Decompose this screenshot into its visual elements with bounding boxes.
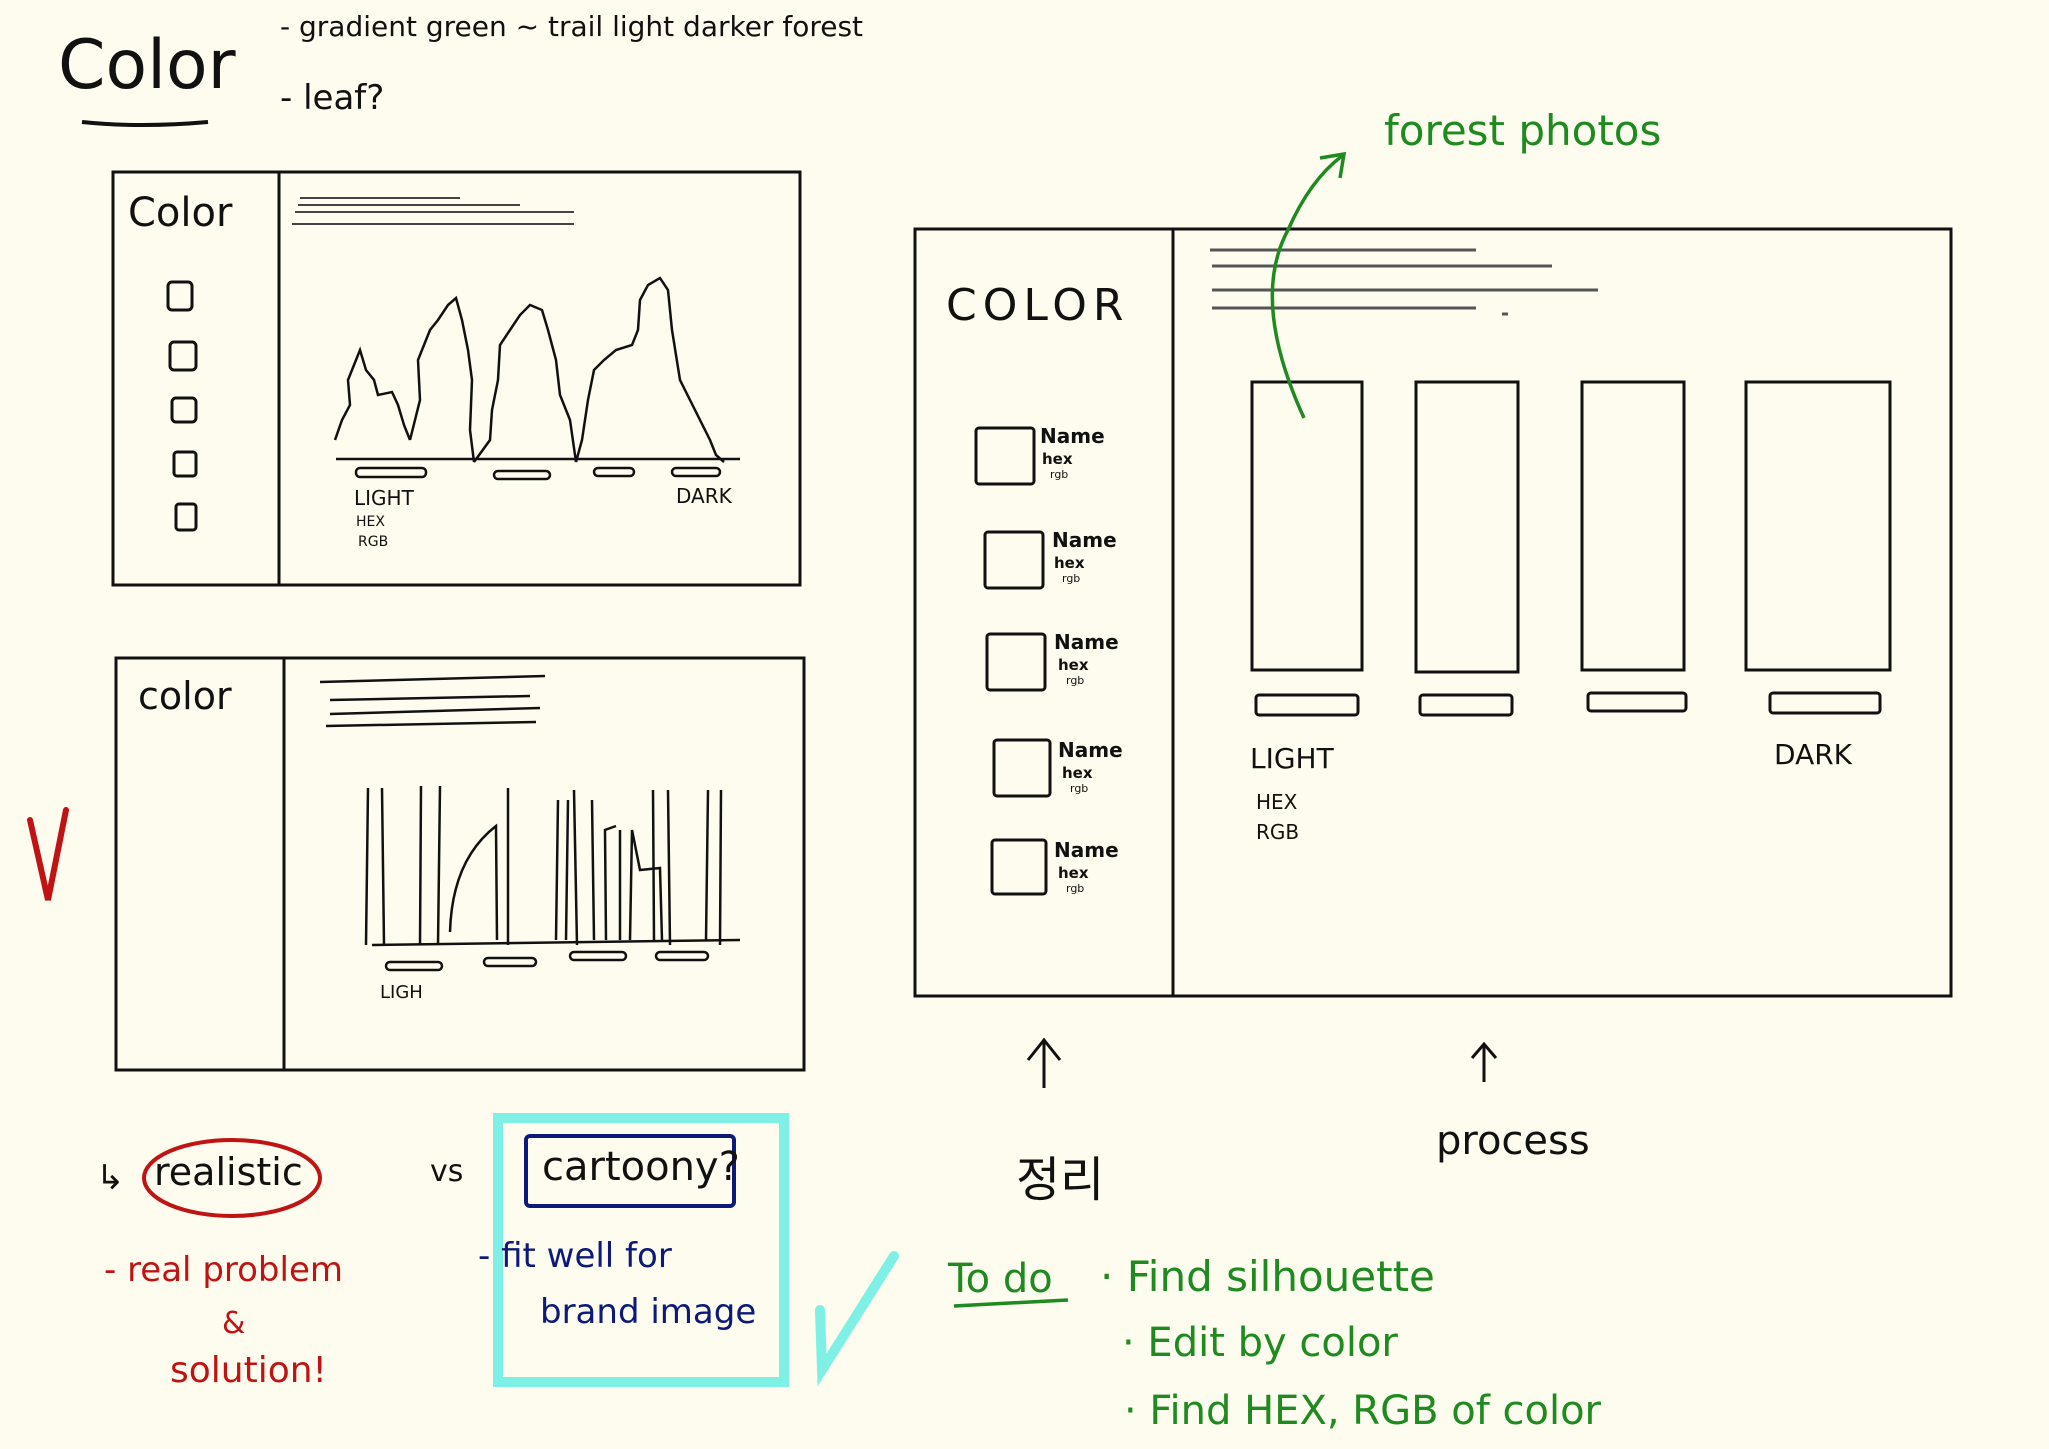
swatch-2-rgb: rgb [1062,572,1081,585]
swatch-1-rgb: rgb [1050,468,1069,481]
notes-line-2: - leaf? [280,78,385,118]
left-arrow-label: 정리 [1016,1152,1105,1208]
cartoon-note-line-2: brand image [540,1292,757,1332]
mockup-1-frame [111,170,802,587]
real-note-line-1: - real problem [104,1250,343,1290]
red-checkmark [27,807,69,901]
forest-silhouette-1 [333,276,725,463]
mockup-1-title: Color [128,190,233,236]
swatch-5-hex: hex [1058,864,1089,882]
cartoony-label: cartoony? [542,1144,740,1190]
swatch-5-name: Name [1054,838,1119,862]
todo-item-2: · Edit by color [1122,1320,1398,1366]
mockup-3-swatch-boxes [974,426,1052,896]
realistic-circle [142,1138,322,1218]
mockup-1-checkboxes [166,280,198,532]
mockup-1-hex-label: HEX [356,514,385,530]
todo-item-1: · Find silhouette [1100,1252,1435,1301]
mockup-3-hex-label: HEX [1256,790,1298,814]
swatch-1-name: Name [1040,424,1105,448]
realistic-arrow-glyph: ↳ [96,1158,125,1198]
todo-underline [953,1298,1069,1308]
mockup-1-dark-label: DARK [676,484,732,508]
mockup-3-color-bars [1254,691,1882,717]
swatch-3-name: Name [1054,630,1119,654]
mockup-1-light-label: LIGHT [354,486,414,510]
forest-photos-label: forest photos [1384,106,1662,155]
todo-heading: To do [948,1256,1053,1302]
vs-label: vs [430,1154,464,1189]
cartoon-note-line-1: - fit well for [478,1236,672,1276]
swatch-1-hex: hex [1042,450,1073,468]
cyan-checkmark [815,1251,899,1387]
mockup-3-rgb-label: RGB [1256,820,1300,844]
notes-title: Color [58,26,236,105]
realistic-label: realistic [154,1150,303,1194]
swatch-2-name: Name [1052,528,1117,552]
mockup-3-frame [913,227,1953,998]
mockup-3-title: COLOR [946,280,1130,331]
swatch-4-name: Name [1058,738,1123,762]
cartoony-box [524,1134,736,1208]
mockup-1-rgb-label: RGB [358,534,389,550]
swatch-2-hex: hex [1054,554,1085,572]
swatch-4-hex: hex [1062,764,1093,782]
notes-line-1: - gradient green ~ trail light darker fo… [280,10,864,43]
forest-photos-arrow [1270,154,1344,419]
up-arrows [1026,1037,1498,1088]
right-arrow-label: process [1436,1118,1590,1164]
mockup-3-text-lines [1210,248,1598,316]
forest-photos-arrowhead [1319,151,1347,179]
mockup-1-color-bars [354,466,722,481]
real-note-line-3: solution! [170,1350,327,1391]
mockup-2-color-bars [384,950,710,972]
forest-silhouette-2 [364,785,723,946]
real-note-line-2: & [222,1306,246,1341]
swatch-3-rgb: rgb [1066,674,1085,687]
mockup-3-photo-frames [1250,380,1892,674]
mockup-3-light-label: LIGHT [1250,742,1334,775]
mockup-2-frame [114,656,806,1072]
mockup-2-text-lines [319,674,546,728]
mockup-1-text-lines [292,197,574,225]
cyan-highlight-box [493,1113,789,1387]
todo-item-3: · Find HEX, RGB of color [1124,1388,1601,1434]
swatch-5-rgb: rgb [1066,882,1085,895]
mockup-2-ground [371,938,741,947]
title-underline [81,120,209,127]
mockup-2-title: color [138,674,232,718]
swatch-4-rgb: rgb [1070,782,1089,795]
swatch-3-hex: hex [1058,656,1089,674]
mockup-3-dark-label: DARK [1774,738,1853,771]
mockup-2-light-label: LIGH [380,982,423,1003]
